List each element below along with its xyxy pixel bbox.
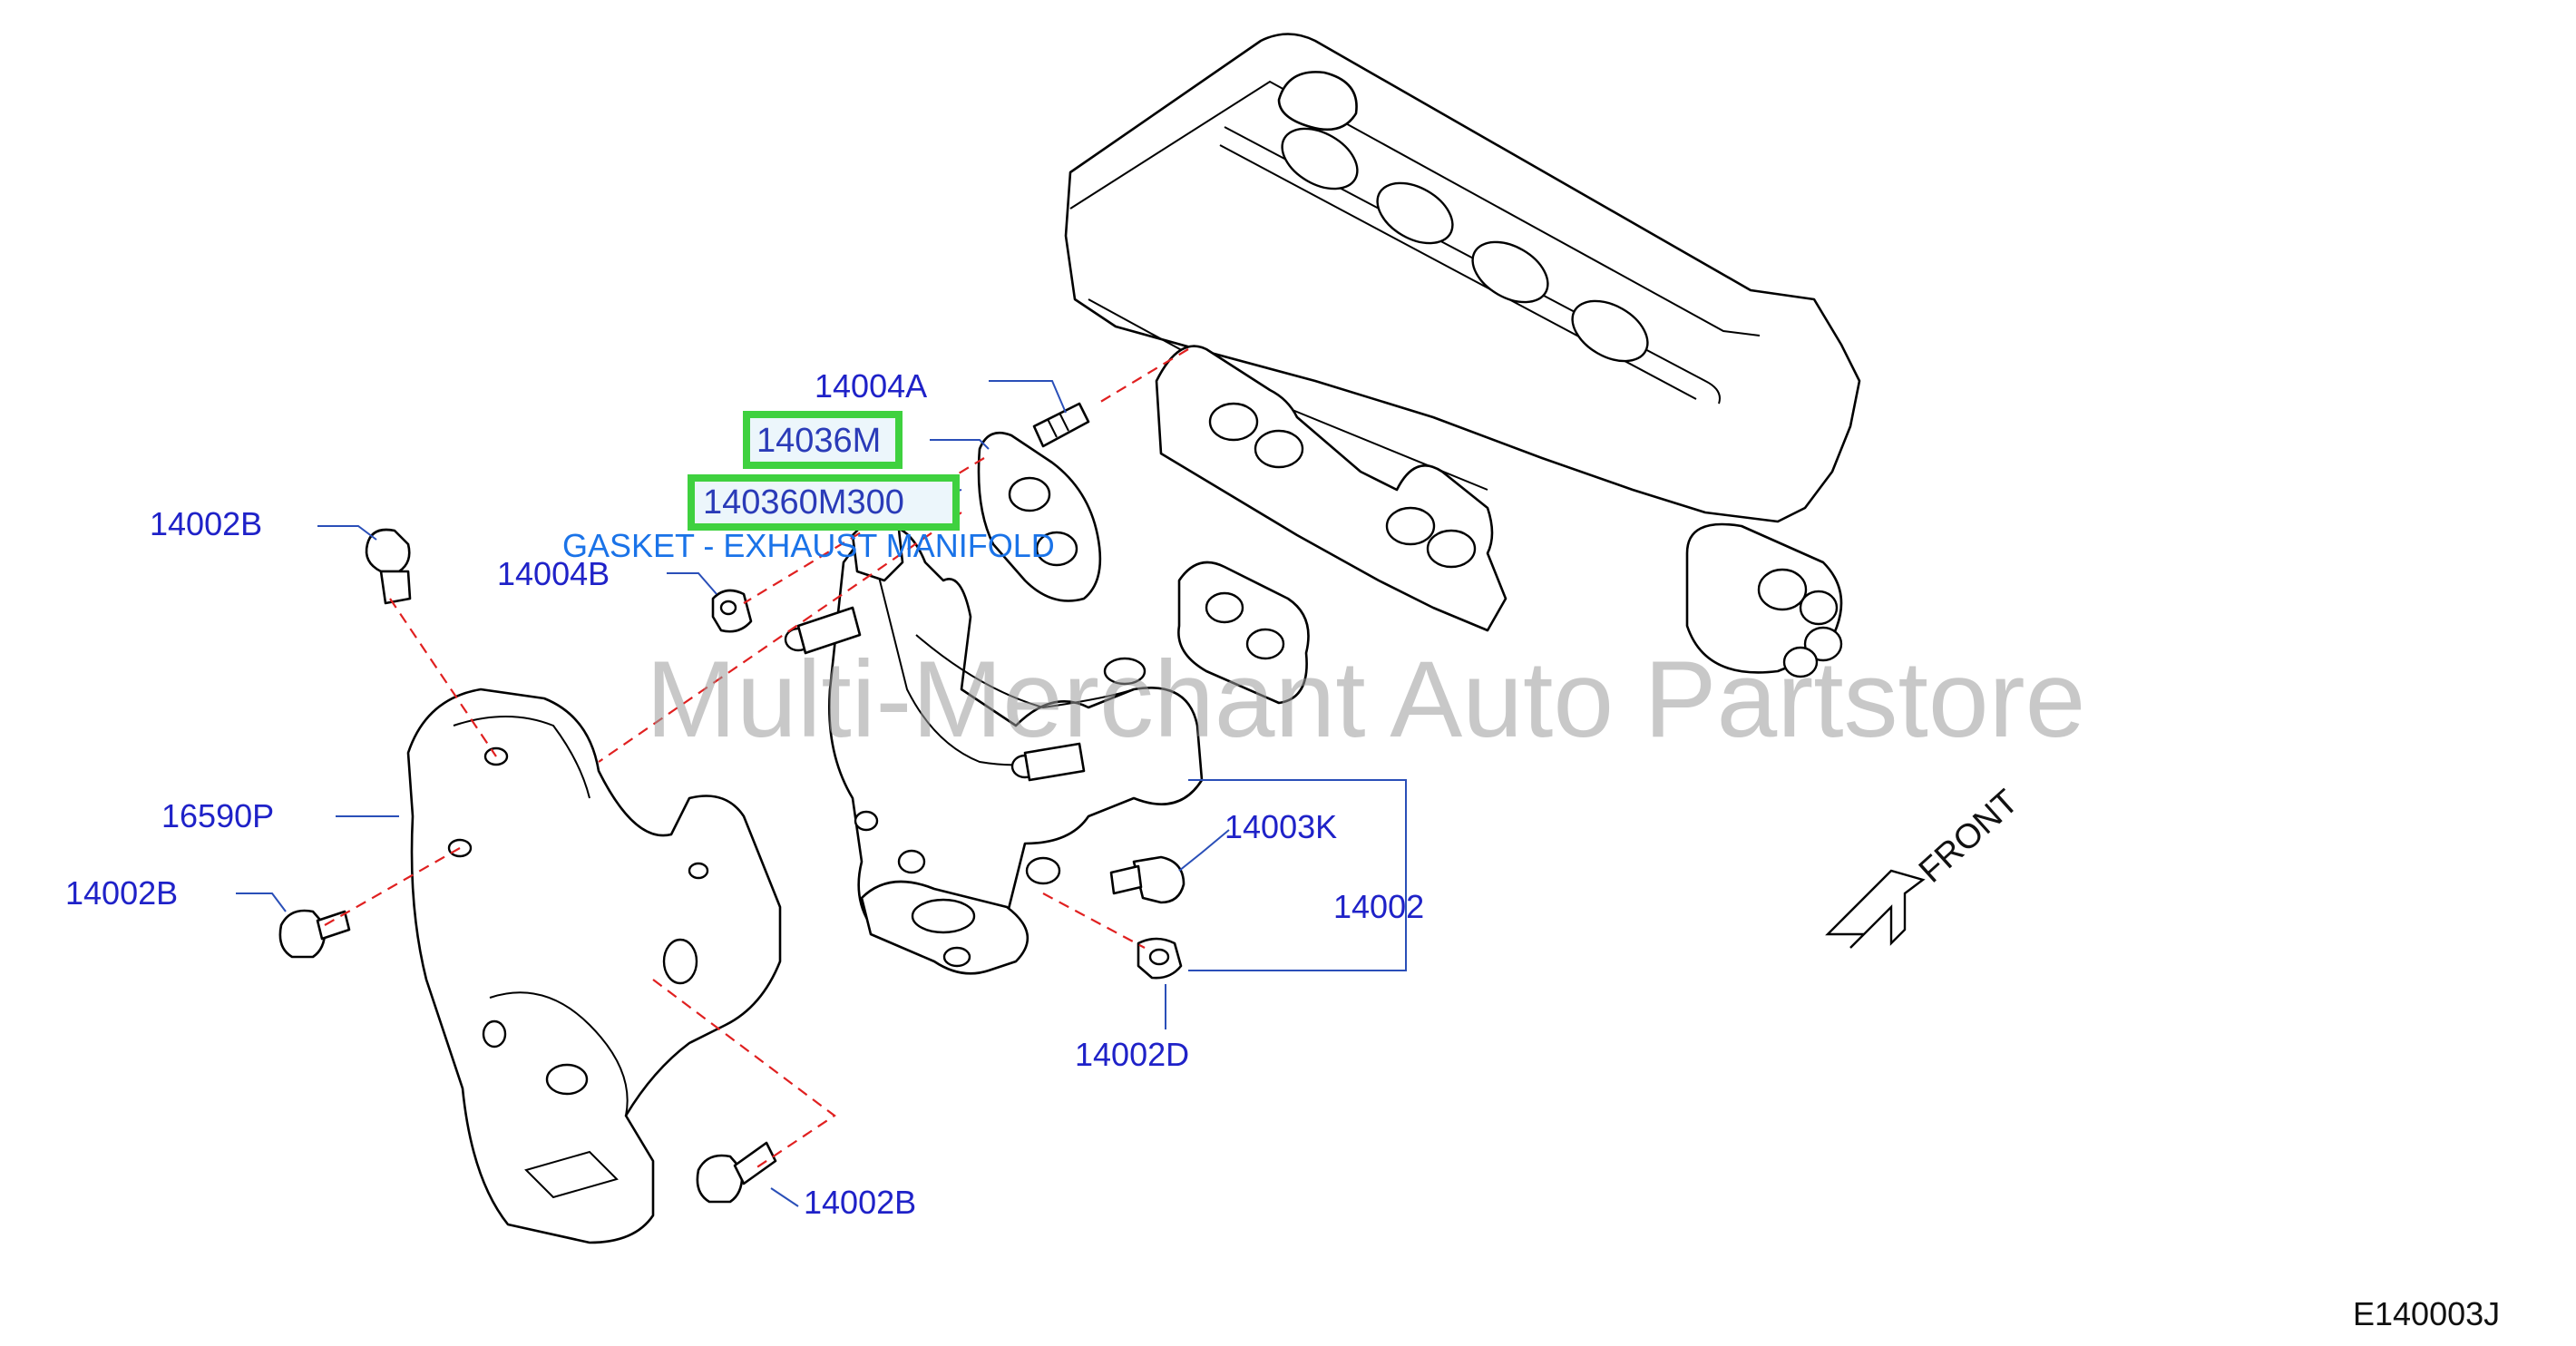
bolt-14003k[interactable] xyxy=(1109,855,1186,904)
callout-14036m[interactable]: 14036M xyxy=(756,422,881,460)
callout-14004b[interactable]: 14004B xyxy=(497,555,610,592)
callout-14002d[interactable]: 14002D xyxy=(1075,1036,1189,1073)
callout-140360m300[interactable]: 140360M300 xyxy=(703,483,904,522)
head-gasket-plate xyxy=(1155,345,1508,632)
bolt-14002b-top[interactable] xyxy=(365,528,412,605)
nut-14002d[interactable] xyxy=(1137,937,1183,980)
bolt-14002b-mid[interactable] xyxy=(278,909,351,959)
callout-14002b-mid[interactable]: 14002B xyxy=(65,874,178,912)
stud-14004a[interactable] xyxy=(1032,402,1090,448)
cylinder-head xyxy=(1064,33,1861,678)
callout-14002b-bottom[interactable]: 14002B xyxy=(804,1184,916,1221)
callout-14004a[interactable]: 14004A xyxy=(815,367,927,405)
highlight-box-oem-number xyxy=(688,474,960,531)
part-description: GASKET - EXHAUST MANIFOLD xyxy=(562,527,1055,564)
exhaust-manifold[interactable] xyxy=(784,515,1204,975)
highlight-box-part-number xyxy=(743,411,903,469)
callout-14002[interactable]: 14002 xyxy=(1333,888,1424,925)
callout-14002b-top[interactable]: 14002B xyxy=(150,505,262,542)
front-label: FRONT xyxy=(1912,783,2025,891)
loose-gasket xyxy=(1177,561,1310,705)
diagram-code: E140003J xyxy=(2353,1295,2500,1332)
callout-14003k[interactable]: 14003K xyxy=(1225,808,1337,845)
callout-16590p[interactable]: 16590P xyxy=(161,797,274,834)
watermark: Multi-Merchant Auto Partstore xyxy=(646,639,2085,760)
bolt-14002b-bottom[interactable] xyxy=(696,1141,777,1204)
front-arrow-icon xyxy=(1825,869,1926,949)
heat-shield[interactable] xyxy=(406,688,782,1244)
nut-14004b[interactable] xyxy=(711,589,753,633)
gasket-exhaust-manifold[interactable] xyxy=(977,431,1102,602)
